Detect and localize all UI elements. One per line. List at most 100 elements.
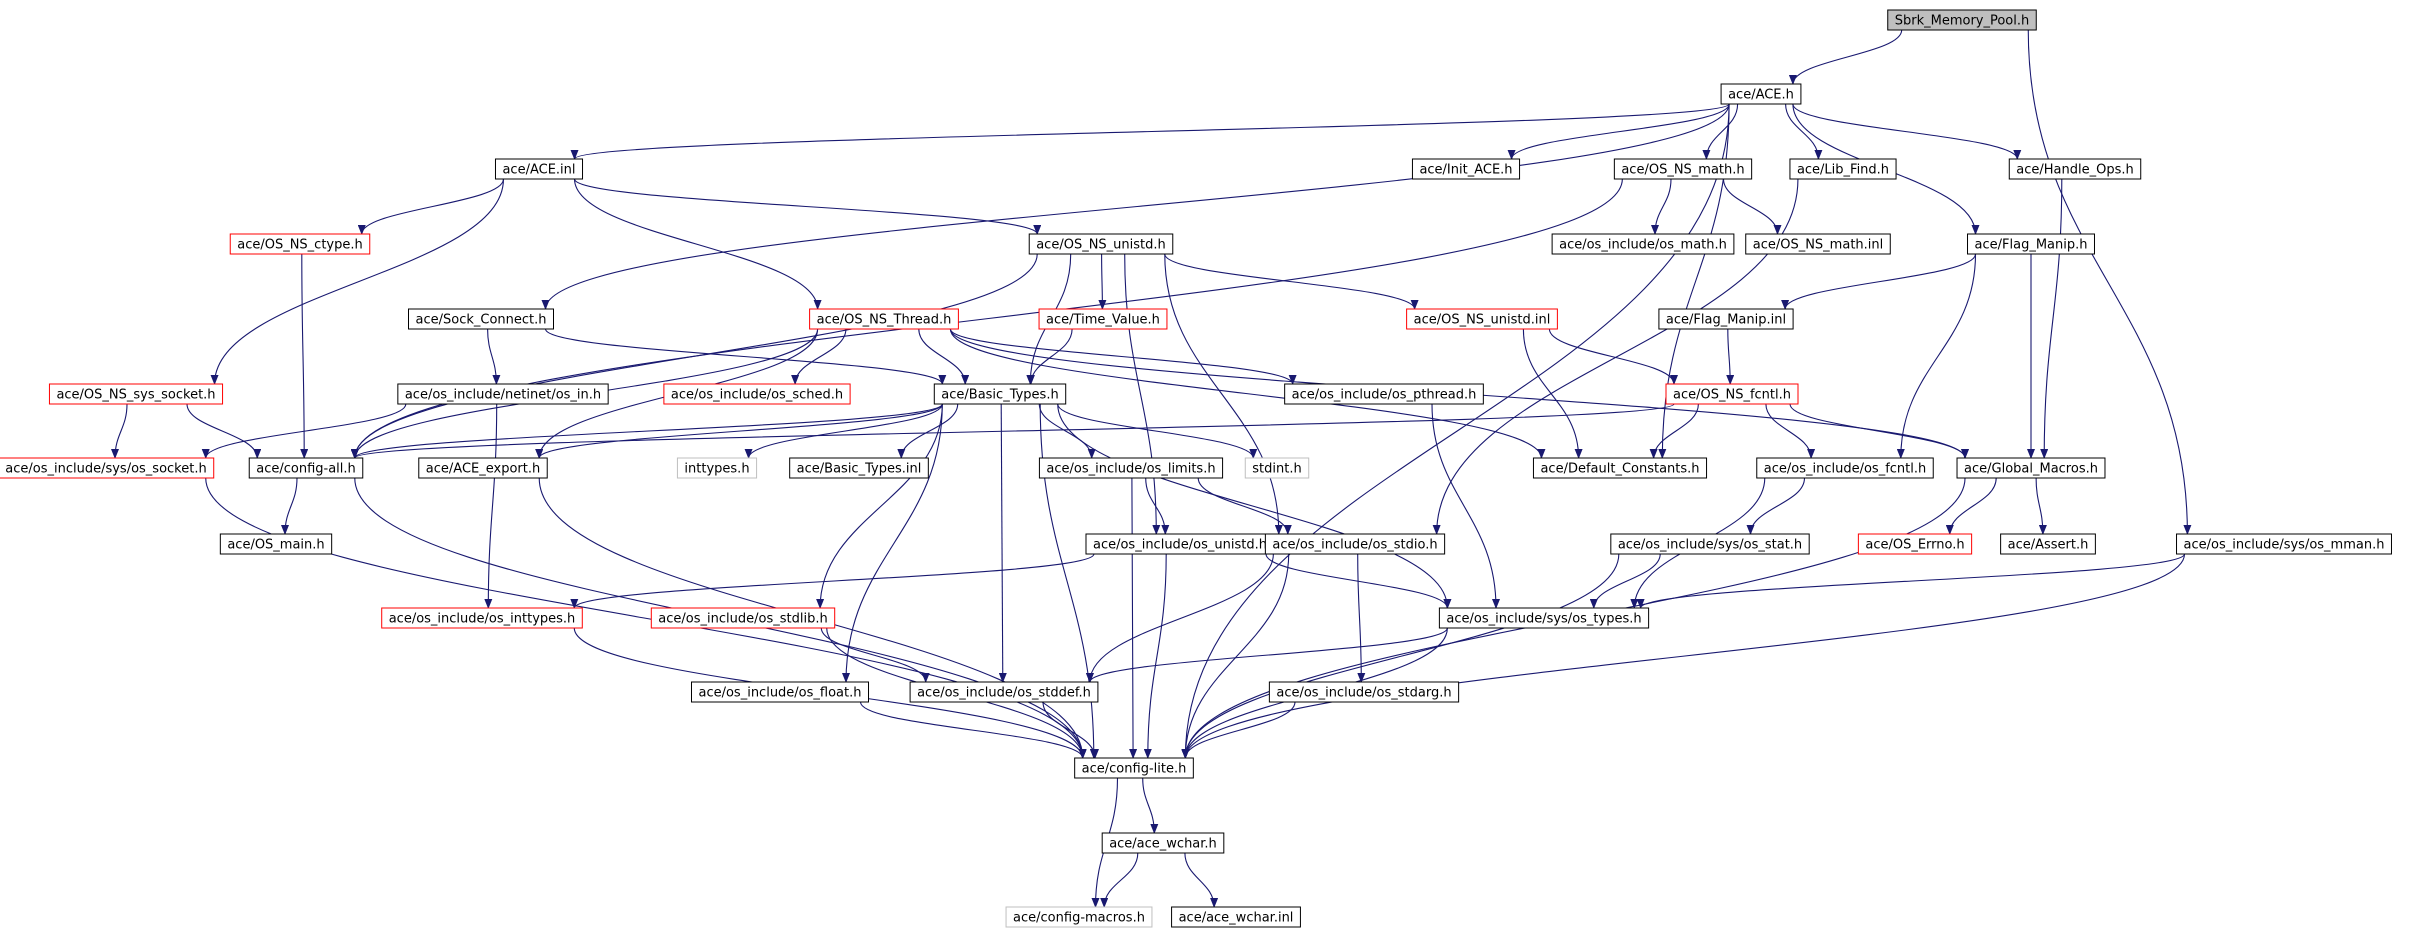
node-os-fcntl[interactable]: ace/os_include/os_fcntl.h xyxy=(1756,457,1934,479)
edge-sys-os-types-to-os-stddef xyxy=(1086,627,1448,683)
node-box xyxy=(1406,308,1558,330)
node-label: ace/Global_Macros.h xyxy=(1964,462,2098,477)
node-sys-os-stat[interactable]: ace/os_include/sys/os_stat.h xyxy=(1610,533,1810,555)
node-label: ace/os_include/sys/os_stat.h xyxy=(1618,538,1802,553)
node-os-stdarg[interactable]: ace/os_include/os_stdarg.h xyxy=(1268,681,1460,703)
node-label: ace/os_include/os_inttypes.h xyxy=(389,612,576,627)
node-os-stdlib[interactable]: ace/os_include/os_stdlib.h xyxy=(650,607,836,629)
edge-os-ns-unistd-h-to-config-all xyxy=(350,253,1038,459)
edge-os-ns-unistd-inl-to-default-constants xyxy=(1522,328,1583,459)
node-label: ace/Basic_Types.inl xyxy=(797,462,922,477)
node-ace-h[interactable]: ace/ACE.h xyxy=(1720,83,1802,105)
node-global-macros[interactable]: ace/Global_Macros.h xyxy=(1956,457,2106,479)
node-config-all[interactable]: ace/config-all.h xyxy=(248,457,364,479)
node-label: ace/Lib_Find.h xyxy=(1797,163,1889,178)
node-box xyxy=(1665,383,1799,405)
node-os-pthread[interactable]: ace/os_include/os_pthread.h xyxy=(1284,383,1484,405)
edge-handle-ops-to-global-macros xyxy=(2040,178,2063,459)
node-os-inttypes[interactable]: ace/os_include/os_inttypes.h xyxy=(381,607,583,629)
node-os-ns-math-inl[interactable]: ace/OS_NS_math.inl xyxy=(1745,233,1891,255)
node-os-ns-ctype[interactable]: ace/OS_NS_ctype.h xyxy=(229,233,371,255)
node-lib-find[interactable]: ace/Lib_Find.h xyxy=(1789,158,1897,180)
node-box xyxy=(663,383,851,405)
edge-os-ns-math-to-os-ns-math-inl xyxy=(1722,178,1782,235)
node-os-ns-math[interactable]: ace/OS_NS_math.h xyxy=(1613,158,1753,180)
node-label: ace/config-all.h xyxy=(256,462,356,477)
node-flag-manip-inl[interactable]: ace/Flag_Manip.inl xyxy=(1658,308,1794,330)
node-ace-wchar-inl[interactable]: ace/ace_wchar.inl xyxy=(1171,906,1301,928)
node-inttypes-h[interactable]: inttypes.h xyxy=(676,457,758,479)
node-os-limits[interactable]: ace/os_include/os_limits.h xyxy=(1038,457,1224,479)
edge-os-ns-unistd-h-to-os-stdio xyxy=(1164,253,1283,535)
node-basic-types-inl[interactable]: ace/Basic_Types.inl xyxy=(789,457,929,479)
node-box xyxy=(2176,533,2392,555)
node-os-ns-unistd-inl[interactable]: ace/OS_NS_unistd.inl xyxy=(1406,308,1558,330)
node-stdint-h[interactable]: stdint.h xyxy=(1244,457,1310,479)
edge-flag-manip-inl-to-os-ns-fcntl xyxy=(1726,328,1735,385)
node-box xyxy=(248,457,364,479)
node-time-value[interactable]: ace/Time_Value.h xyxy=(1038,308,1168,330)
node-os-errno[interactable]: ace/OS_Errno.h xyxy=(1857,533,1973,555)
edge-ace-h-to-lib-find xyxy=(1785,103,1823,160)
node-sys-os-types[interactable]: ace/os_include/sys/os_types.h xyxy=(1438,607,1650,629)
node-sock-connect[interactable]: ace/Sock_Connect.h xyxy=(408,308,554,330)
node-os-sched[interactable]: ace/os_include/os_sched.h xyxy=(663,383,851,405)
node-ace-export[interactable]: ace/ACE_export.h xyxy=(418,457,548,479)
node-os-main[interactable]: ace/OS_main.h xyxy=(219,533,333,555)
node-os-ns-thread[interactable]: ace/OS_NS_Thread.h xyxy=(809,308,959,330)
edge-os-ns-thread-to-default-constants xyxy=(949,328,1546,459)
edge-os-ns-thread-to-basic-types-h xyxy=(918,328,970,385)
node-label: ace/OS_NS_ctype.h xyxy=(237,238,363,253)
node-box xyxy=(1411,158,1521,180)
node-flag-manip-h[interactable]: ace/Flag_Manip.h xyxy=(1967,233,2095,255)
edge-os-ns-sys-socket-to-sys-socket xyxy=(111,403,128,459)
node-config-macros[interactable]: ace/config-macros.h xyxy=(1005,906,1153,928)
node-label: ace/Assert.h xyxy=(2008,538,2089,553)
node-os-float[interactable]: ace/os_include/os_float.h xyxy=(690,681,870,703)
node-label: ace/os_include/sys/os_mman.h xyxy=(2184,538,2385,553)
edge-os-stdarg-to-config-lite xyxy=(1181,701,1296,759)
node-init-ace[interactable]: ace/Init_ACE.h xyxy=(1411,158,1521,180)
edge-os-ns-fcntl-to-global-macros xyxy=(1789,403,1969,459)
node-label: ace/os_include/os_stdio.h xyxy=(1272,538,1437,553)
node-os-ns-fcntl[interactable]: ace/OS_NS_fcntl.h xyxy=(1665,383,1799,405)
edge-os-stdio-to-os-stddef xyxy=(1085,553,1274,683)
node-label: ace/OS_NS_math.h xyxy=(1621,163,1744,178)
node-config-lite[interactable]: ace/config-lite.h xyxy=(1074,757,1194,779)
edge-os-unistd-to-sys-os-types xyxy=(1265,553,1452,609)
edge-sys-os-mman-to-config-lite xyxy=(1181,553,2186,759)
node-netinet-in[interactable]: ace/os_include/netinet/os_in.h xyxy=(397,383,609,405)
node-ace-inl[interactable]: ace/ACE.inl xyxy=(494,158,584,180)
edge-flag-manip-h-to-flag-manip-inl xyxy=(1781,253,1977,310)
edge-basic-types-h-to-os-limits xyxy=(1038,403,1096,459)
node-label: ace/os_include/os_float.h xyxy=(698,686,861,701)
node-box xyxy=(1857,533,1973,555)
node-os-math-h[interactable]: ace/os_include/os_math.h xyxy=(1551,233,1735,255)
node-label: inttypes.h xyxy=(684,462,749,477)
node-os-stddef[interactable]: ace/os_include/os_stddef.h xyxy=(909,681,1099,703)
node-ace-wchar-h[interactable]: ace/ace_wchar.h xyxy=(1101,832,1225,854)
node-label: ace/OS_NS_sys_socket.h xyxy=(56,388,215,403)
node-label: ace/ACE_export.h xyxy=(426,462,540,477)
edge-os-ns-math-to-os-math-h xyxy=(1651,178,1672,235)
node-label: ace/Sock_Connect.h xyxy=(416,313,547,328)
node-sys-socket[interactable]: ace/os_include/sys/os_socket.h xyxy=(0,457,215,479)
node-os-ns-sys-socket[interactable]: ace/OS_NS_sys_socket.h xyxy=(48,383,224,405)
node-box xyxy=(1074,757,1194,779)
node-handle-ops[interactable]: ace/Handle_Ops.h xyxy=(2008,158,2142,180)
node-box xyxy=(1101,832,1225,854)
node-assert-h[interactable]: ace/Assert.h xyxy=(2000,533,2096,555)
node-label: ace/ace_wchar.inl xyxy=(1179,911,1294,926)
node-os-unistd[interactable]: ace/os_include/os_unistd.h xyxy=(1085,533,1275,555)
node-sbrk[interactable]: Sbrk_Memory_Pool.h xyxy=(1887,9,2037,31)
node-default-constants[interactable]: ace/Default_Constants.h xyxy=(1532,457,1708,479)
node-basic-types-h[interactable]: ace/Basic_Types.h xyxy=(933,383,1067,405)
edge-os-limits-to-config-lite xyxy=(1129,477,1138,759)
edge-basic-types-h-to-os-float xyxy=(842,403,943,683)
node-os-stdio[interactable]: ace/os_include/os_stdio.h xyxy=(1264,533,1446,555)
edge-basic-types-h-to-ace-export xyxy=(535,403,943,459)
node-os-ns-unistd-h[interactable]: ace/OS_NS_unistd.h xyxy=(1028,233,1174,255)
node-label: ace/OS_NS_Thread.h xyxy=(817,313,952,328)
node-sys-os-mman[interactable]: ace/os_include/sys/os_mman.h xyxy=(2176,533,2392,555)
node-label: ace/os_include/os_pthread.h xyxy=(1292,388,1477,403)
